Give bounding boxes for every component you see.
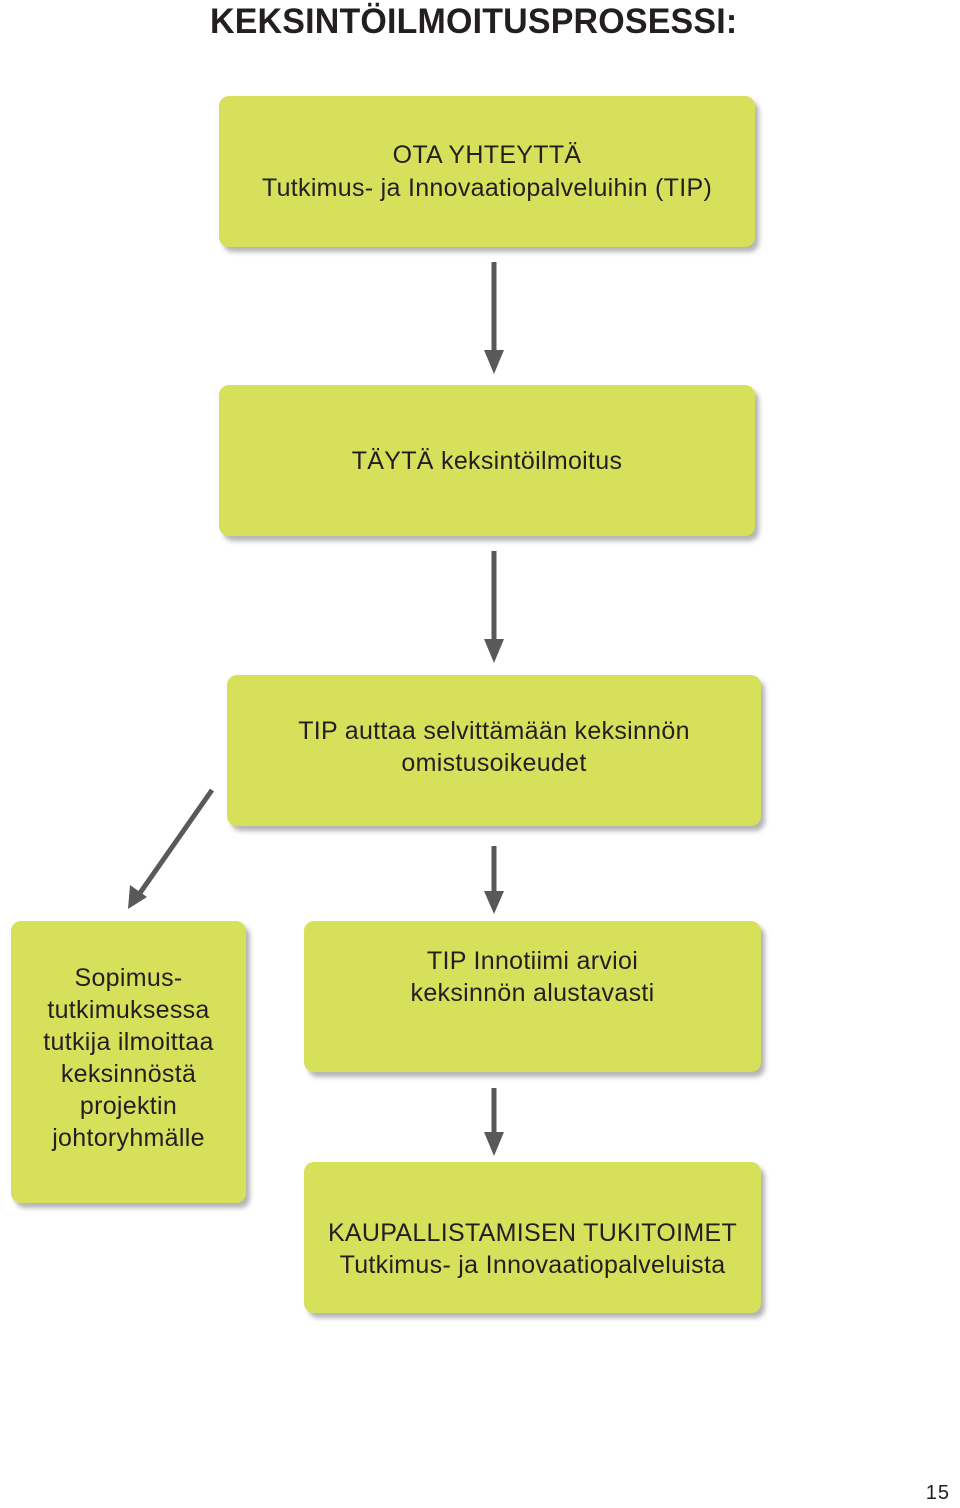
page-title: KEKSINTÖILMOITUSPROSESSI: [210, 2, 738, 41]
step-contract-research-box: Sopimus- tutkimuksessa tutkija ilmoittaa… [11, 921, 246, 1203]
step-contract-research-line: projektin [79, 1092, 178, 1120]
step-evaluation-text-1: TIP Innotiimi arvioi [426, 946, 639, 975]
step-fill-text: TÄYTÄ keksintöilmoitus [351, 446, 623, 475]
page-number: 15 [925, 1482, 950, 1504]
step-contract-research-line: tutkija ilmoittaa [43, 1028, 214, 1056]
step-contract-research-line: keksinnöstä [60, 1060, 197, 1088]
step-commercialization-heading: KAUPALLISTAMISEN TUKITOIMET [327, 1218, 738, 1247]
step-ownership-box: TIP auttaa selvittämään keksinnön omistu… [227, 675, 761, 826]
arrow-contact-to-fill [484, 262, 504, 374]
arrow-ownership-to-contract-research [128, 788, 215, 909]
step-ownership-text-1: TIP auttaa selvittämään keksinnön [298, 716, 690, 745]
step-fill-box: TÄYTÄ keksintöilmoitus [219, 385, 755, 536]
step-contract-research-line: johtoryhmälle [52, 1124, 205, 1152]
arrow-ownership-to-evaluation [484, 846, 504, 914]
step-evaluation-text-2: keksinnön alustavasti [410, 978, 655, 1007]
step-contact-heading: OTA YHTEYTTÄ [392, 141, 582, 169]
step-contract-research-line: Sopimus- [74, 964, 183, 992]
step-commercialization-text: Tutkimus- ja Innovaatiopalveluista [339, 1250, 726, 1279]
step-contract-research-line: tutkimuksessa [47, 996, 210, 1024]
step-contact-text: Tutkimus- ja Innovaatiopalveluihin (TIP) [261, 174, 713, 202]
step-contact-box: OTA YHTEYTTÄ Tutkimus- ja Innovaatiopalv… [219, 96, 755, 247]
step-ownership-text-2: omistusoikeudet [401, 748, 587, 777]
arrow-fill-to-ownership [484, 551, 504, 663]
step-evaluation-box: TIP Innotiimi arvioi keksinnön alustavas… [304, 921, 761, 1072]
arrow-evaluation-to-commercialization [484, 1088, 504, 1156]
step-commercialization-box: KAUPALLISTAMISEN TUKITOIMET Tutkimus- ja… [304, 1162, 761, 1313]
